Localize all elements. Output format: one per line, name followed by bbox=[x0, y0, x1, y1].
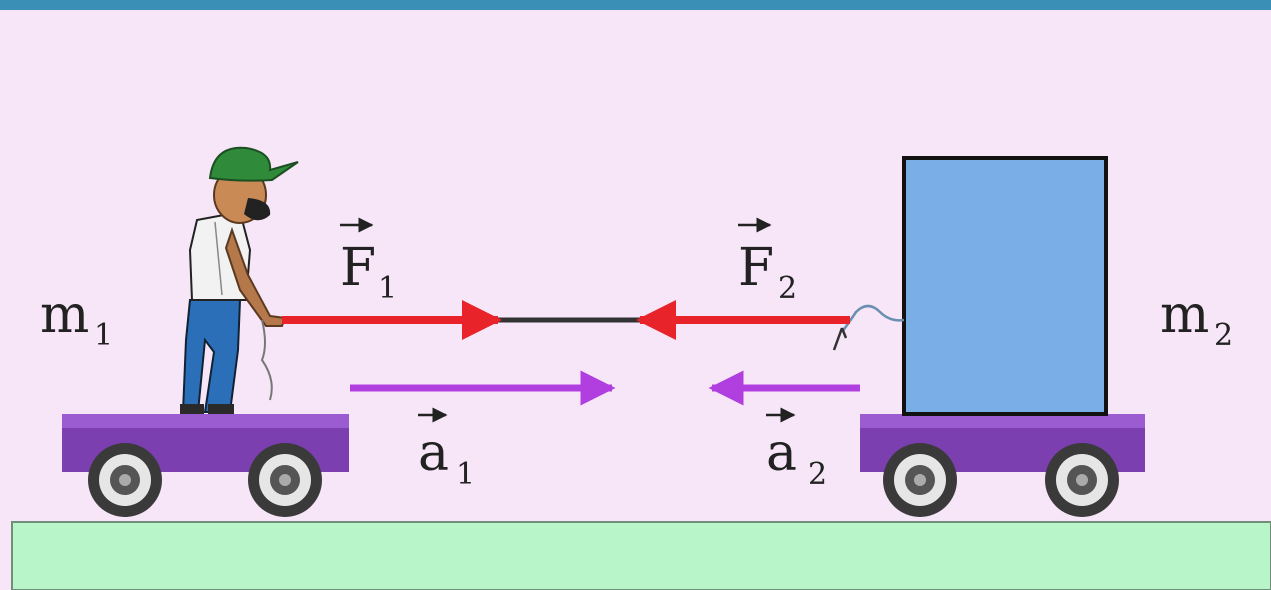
label-m2: m 2 bbox=[1160, 285, 1233, 353]
ground bbox=[11, 521, 1271, 590]
left-cart-wheel-rear bbox=[248, 443, 322, 517]
label-f2-sub: 2 bbox=[778, 271, 797, 306]
label-f1: F 1 bbox=[340, 217, 397, 306]
label-a1: a 1 bbox=[418, 407, 475, 492]
label-a2-base: a bbox=[766, 423, 797, 483]
right-cart bbox=[860, 414, 1145, 517]
label-m1-base: m bbox=[40, 285, 89, 345]
label-a2: a 2 bbox=[766, 407, 827, 492]
label-m2-sub: 2 bbox=[1214, 318, 1233, 353]
hook bbox=[840, 304, 905, 333]
label-a2-sub: 2 bbox=[808, 457, 827, 492]
label-a1-sub: 1 bbox=[456, 457, 475, 492]
label-f1-base: F bbox=[340, 238, 376, 298]
label-m2-base: m bbox=[1160, 285, 1209, 345]
label-f2: F 2 bbox=[738, 217, 797, 306]
right-cart-wheel-rear bbox=[1045, 443, 1119, 517]
label-a1-base: a bbox=[418, 423, 449, 483]
label-m1: m 1 bbox=[40, 285, 113, 353]
label-f2-base: F bbox=[738, 238, 774, 298]
label-m1-sub: 1 bbox=[94, 318, 113, 353]
hook-end bbox=[832, 327, 848, 351]
right-cart-wheel-front bbox=[883, 443, 957, 517]
top-bar bbox=[0, 0, 1271, 10]
box bbox=[902, 156, 1108, 416]
left-cart-wheel-front bbox=[88, 443, 162, 517]
left-cart bbox=[62, 414, 349, 517]
man-figure bbox=[180, 146, 299, 414]
label-f1-sub: 1 bbox=[378, 271, 397, 306]
